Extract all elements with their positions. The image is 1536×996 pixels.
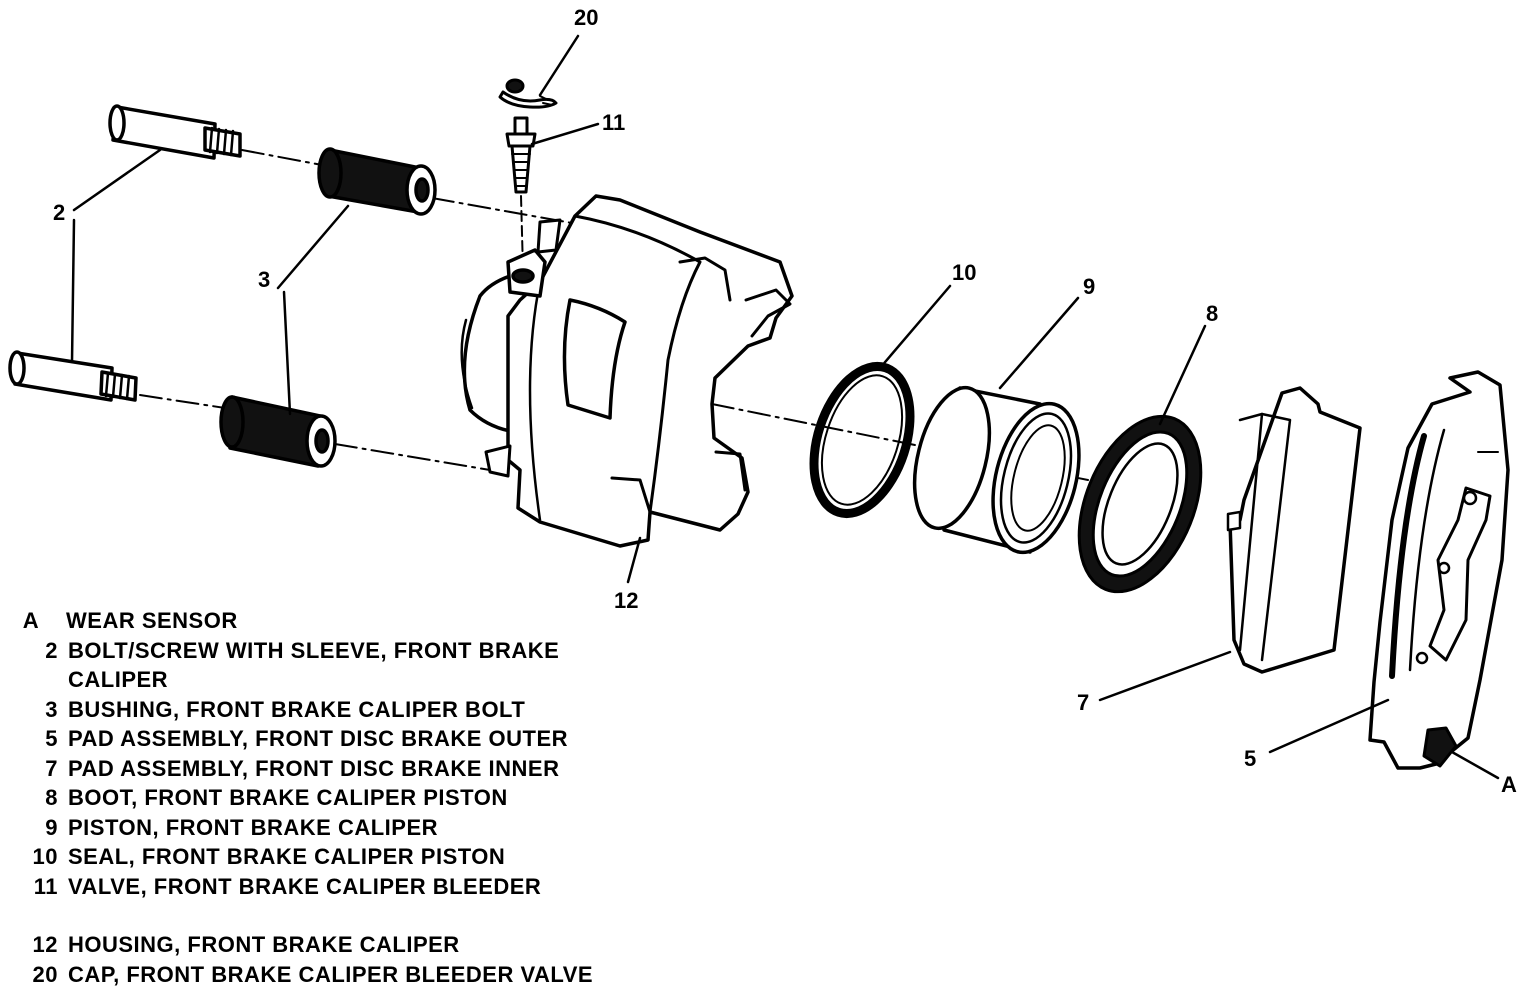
bleeder-cap — [498, 78, 558, 109]
callout-9: 9 — [1083, 274, 1095, 299]
legend-label: WEAR SENSOR — [66, 608, 238, 633]
callout-10: 10 — [952, 260, 976, 285]
caliper-housing — [460, 194, 794, 548]
legend-item-10: 10 SEAL, FRONT BRAKE CALIPER PISTON — [14, 842, 714, 872]
piston-boot — [1077, 414, 1203, 594]
legend-item-11: 11 VALVE, FRONT BRAKE CALIPER BLEEDER — [14, 872, 714, 902]
callout-2: 2 — [53, 200, 65, 225]
legend-label: SEAL, FRONT BRAKE CALIPER PISTON — [68, 844, 506, 869]
legend-label: VALVE, FRONT BRAKE CALIPER BLEEDER — [68, 873, 542, 899]
legend-item-20: 20 CAP, FRONT BRAKE CALIPER BLEEDER VALV… — [14, 960, 714, 990]
bushing-lower — [219, 395, 337, 468]
legend-label: PISTON, FRONT BRAKE CALIPER — [68, 814, 439, 840]
callout-5: 5 — [1244, 746, 1256, 771]
caliper-bolt-lower — [8, 350, 138, 402]
legend-label: HOUSING, FRONT BRAKE CALIPER — [68, 932, 460, 957]
legend-key: 7 — [45, 755, 58, 781]
leader-lines — [70, 34, 1500, 780]
legend-key: 3 — [45, 696, 58, 722]
legend-item-12: 12 HOUSING, FRONT BRAKE CALIPER — [14, 930, 714, 960]
legend-item-7: 7 PAD ASSEMBLY, FRONT DISC BRAKE INNER — [14, 754, 714, 784]
legend-key: 10 — [32, 844, 58, 869]
legend-label: PAD ASSEMBLY, FRONT DISC BRAKE INNER — [68, 755, 560, 781]
legend-key: 5 — [45, 726, 58, 751]
legend-item-2-continuation: CALIPER — [68, 667, 169, 692]
callout-20: 20 — [574, 5, 598, 30]
bushing-upper — [317, 147, 437, 216]
legend-item-9: 9 PISTON, FRONT BRAKE CALIPER — [14, 813, 714, 843]
legend-item-5: 5 PAD ASSEMBLY, FRONT DISC BRAKE OUTER — [14, 724, 714, 754]
callout-3: 3 — [258, 267, 270, 292]
legend-key: 12 — [32, 932, 58, 957]
piston-centerline — [711, 403, 1089, 481]
legend-item-3: 3 BUSHING, FRONT BRAKE CALIPER BOLT — [14, 695, 714, 725]
parts-legend: A WEAR SENSOR 2 BOLT/SCREW WITH SLEEVE, … — [14, 606, 714, 989]
lower-bolt-centerline — [139, 394, 491, 471]
caliper-bolt-upper — [108, 104, 242, 160]
callout-12: 12 — [614, 588, 638, 613]
legend-key: 2 — [45, 637, 58, 663]
inner-brake-pad — [1226, 386, 1362, 674]
legend-label: BOOT, FRONT BRAKE CALIPER PISTON — [68, 785, 508, 810]
legend-key: 9 — [45, 814, 58, 840]
callout-A: A — [1501, 772, 1517, 797]
outer-brake-pad — [1368, 370, 1510, 770]
legend-item-8: 8 BOOT, FRONT BRAKE CALIPER PISTON — [14, 783, 714, 813]
legend-label: BUSHING, FRONT BRAKE CALIPER BOLT — [68, 696, 526, 722]
legend-label: CAP, FRONT BRAKE CALIPER BLEEDER VALVE — [68, 961, 594, 987]
legend-item-A: A WEAR SENSOR — [14, 606, 714, 636]
piston-seal — [809, 361, 915, 519]
callout-11: 11 — [602, 110, 625, 135]
bleeder-valve — [505, 116, 537, 194]
legend-label: PAD ASSEMBLY, FRONT DISC BRAKE OUTER — [68, 726, 569, 751]
legend-key: 20 — [32, 961, 58, 987]
callout-7: 7 — [1077, 690, 1089, 715]
legend-key: A — [22, 608, 40, 633]
legend-item-2: 2 BOLT/SCREW WITH SLEEVE, FRONT BRAKE — [14, 636, 714, 666]
callout-8: 8 — [1206, 301, 1218, 326]
wear-sensor — [1422, 726, 1458, 768]
legend-key: 8 — [45, 785, 58, 810]
caliper-piston — [912, 385, 1081, 555]
legend-key: 11 — [33, 873, 58, 899]
legend-label: BOLT/SCREW WITH SLEEVE, FRONT BRAKE — [68, 637, 560, 663]
